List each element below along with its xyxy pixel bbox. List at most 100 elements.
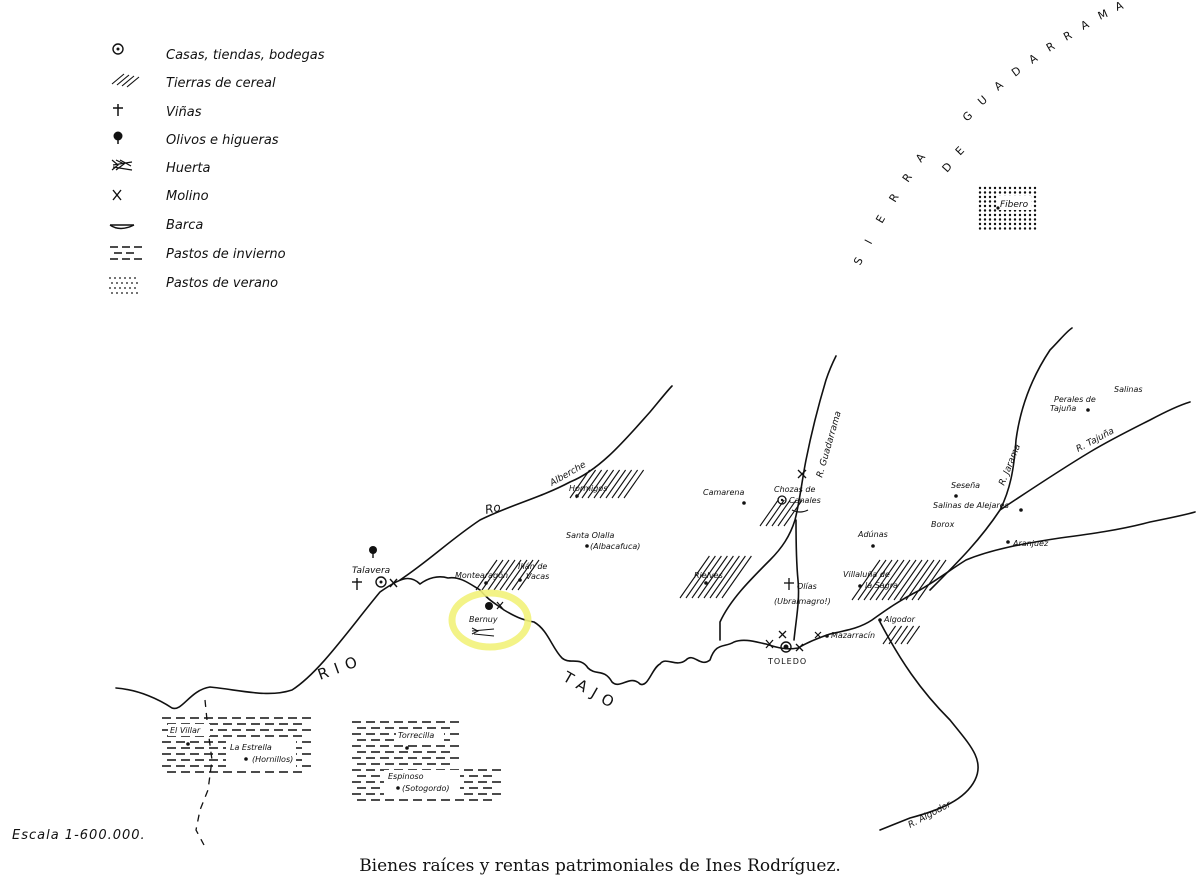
svg-text:R: R (1044, 39, 1057, 54)
camarena-dot (742, 501, 746, 505)
place-salinas-alejares: Salinas de Alejares (933, 501, 1009, 510)
svg-text:S: S (851, 255, 866, 267)
talavera-vine-icon (352, 578, 362, 590)
place-olias-1: Olías (797, 582, 817, 591)
label-rio: RIO (315, 651, 366, 684)
place-chozas-2: Canales (789, 496, 821, 505)
highlight-bernuy (448, 589, 532, 651)
villar-label-bg (168, 724, 210, 736)
place-chozas-1: Chozas de (774, 485, 815, 494)
legend-label-boat: Barca (166, 218, 203, 233)
place-montearagon: Montearagón (455, 570, 508, 580)
legend-label-houses: Casas, tiendas, bodegas (166, 48, 325, 63)
map-scale: Escala 1-600.000. (12, 828, 146, 843)
toledo-house-icon (780, 641, 792, 653)
river-labels: RIO TAJO (315, 651, 623, 715)
river-guadarrama-east (793, 519, 800, 641)
estrella-dot (244, 757, 248, 761)
svg-text:I: I (862, 237, 875, 246)
boat-icon (109, 224, 135, 230)
place-camarena: Camarena (703, 488, 744, 497)
espinoso-label-bg (384, 770, 460, 796)
rielves-dot (704, 581, 708, 585)
svg-text:R: R (1061, 28, 1074, 43)
place-espinoso-2: (Sotogordo) (402, 784, 449, 793)
illan-dot (518, 578, 522, 582)
svg-text:A: A (1113, 0, 1125, 14)
chozas-house-icon (777, 495, 787, 505)
label-guadarrama: R. Guadarrama (815, 410, 844, 479)
toledo-mill-icon (765, 630, 804, 652)
santa-olalla-dot (585, 544, 589, 548)
talavera-house-icon (375, 576, 387, 588)
place-la-estrella-1: La Estrella (230, 743, 272, 752)
label-algodor-river: R. Algodor (907, 799, 954, 830)
place-talavera: Talavera (352, 566, 390, 576)
mazarracin-dot (825, 634, 829, 638)
olive-icon (113, 131, 123, 144)
svg-text:G: G (960, 109, 975, 124)
river-alberche (399, 385, 673, 581)
salinas-alejares-dot (1019, 508, 1023, 512)
svg-text:M: M (1096, 7, 1110, 23)
legend-label-summer-pasture: Pastos de verano (166, 276, 278, 291)
fibero-label-bg (997, 196, 1031, 210)
svg-text:E: E (953, 144, 967, 158)
mountain-label: S I E R R A D E G U A D A R R A M A (851, 0, 1125, 267)
mazarracin-mill-icon (814, 631, 822, 639)
svg-text:D: D (1009, 64, 1024, 80)
talavera-mill-icon (389, 578, 398, 588)
place-torrecilla: Torrecilla (398, 731, 434, 740)
cereal-fields (475, 469, 947, 645)
place-mazarracin: Mazarracín (831, 631, 875, 640)
cereal-hatch-icon (111, 73, 140, 88)
river-jarama (929, 327, 1073, 591)
svg-text:A: A (992, 78, 1006, 93)
map-caption: Bienes raíces y rentas patrimoniales de … (359, 856, 841, 876)
torrecilla-label-bg (396, 729, 444, 741)
place-villaluenga-1: Villaluña de (843, 570, 890, 579)
svg-text:E: E (873, 213, 888, 226)
river-guadarrama (719, 355, 837, 641)
place-santa-olalla-1: Santa Olalla (566, 531, 615, 540)
river-algodor (879, 621, 979, 831)
place-aduenas: Adúnas (857, 530, 888, 539)
vine-icon (113, 104, 123, 116)
torrecilla-dot (405, 746, 409, 750)
place-la-estrella-2: (Hornillos) (252, 755, 293, 764)
winter-pasture-icon (110, 246, 142, 260)
talavera-olive-icon (369, 546, 377, 558)
place-algodor: Algodor (883, 615, 916, 624)
villar-dot (186, 742, 190, 746)
olias-vine-icon (784, 578, 794, 590)
house-icon (112, 43, 124, 55)
fibero-dot (996, 206, 1000, 210)
estrella-label-bg (226, 741, 296, 767)
place-rielves: Rielves (694, 571, 723, 580)
place-illan-2: Vacas (526, 572, 549, 581)
chozas-boat-icon (791, 509, 809, 513)
bernuy-olive-icon (485, 602, 493, 610)
legend-label-orchard: Huerta (166, 161, 210, 176)
mill-icon (112, 189, 122, 201)
chozas-mill-icon (797, 469, 807, 479)
svg-text:A: A (1079, 18, 1092, 33)
svg-text:U: U (975, 93, 990, 108)
bernuy-mill-icon (496, 601, 504, 610)
place-fibero: Fibero (1000, 200, 1029, 210)
place-borox: Borox (931, 520, 955, 529)
svg-text:A: A (913, 151, 928, 165)
place-olias-2: (Ubralmagro!) (774, 597, 831, 606)
place-aranjuez: Aranjuez (1012, 539, 1049, 548)
svg-text:D: D (940, 160, 955, 175)
summer-pasture-icon (109, 277, 138, 294)
legend-label-winter-pasture: Pastos de invierno (166, 247, 286, 262)
svg-text:R: R (900, 171, 915, 185)
sesena-dot (954, 494, 958, 498)
bernuy-orchard-icon (471, 627, 495, 637)
place-sesena: Seseña (951, 481, 980, 490)
place-espinoso-1: Espinoso (388, 772, 424, 781)
svg-text:A: A (1027, 51, 1041, 66)
legend-label-mill: Molino (166, 189, 209, 204)
